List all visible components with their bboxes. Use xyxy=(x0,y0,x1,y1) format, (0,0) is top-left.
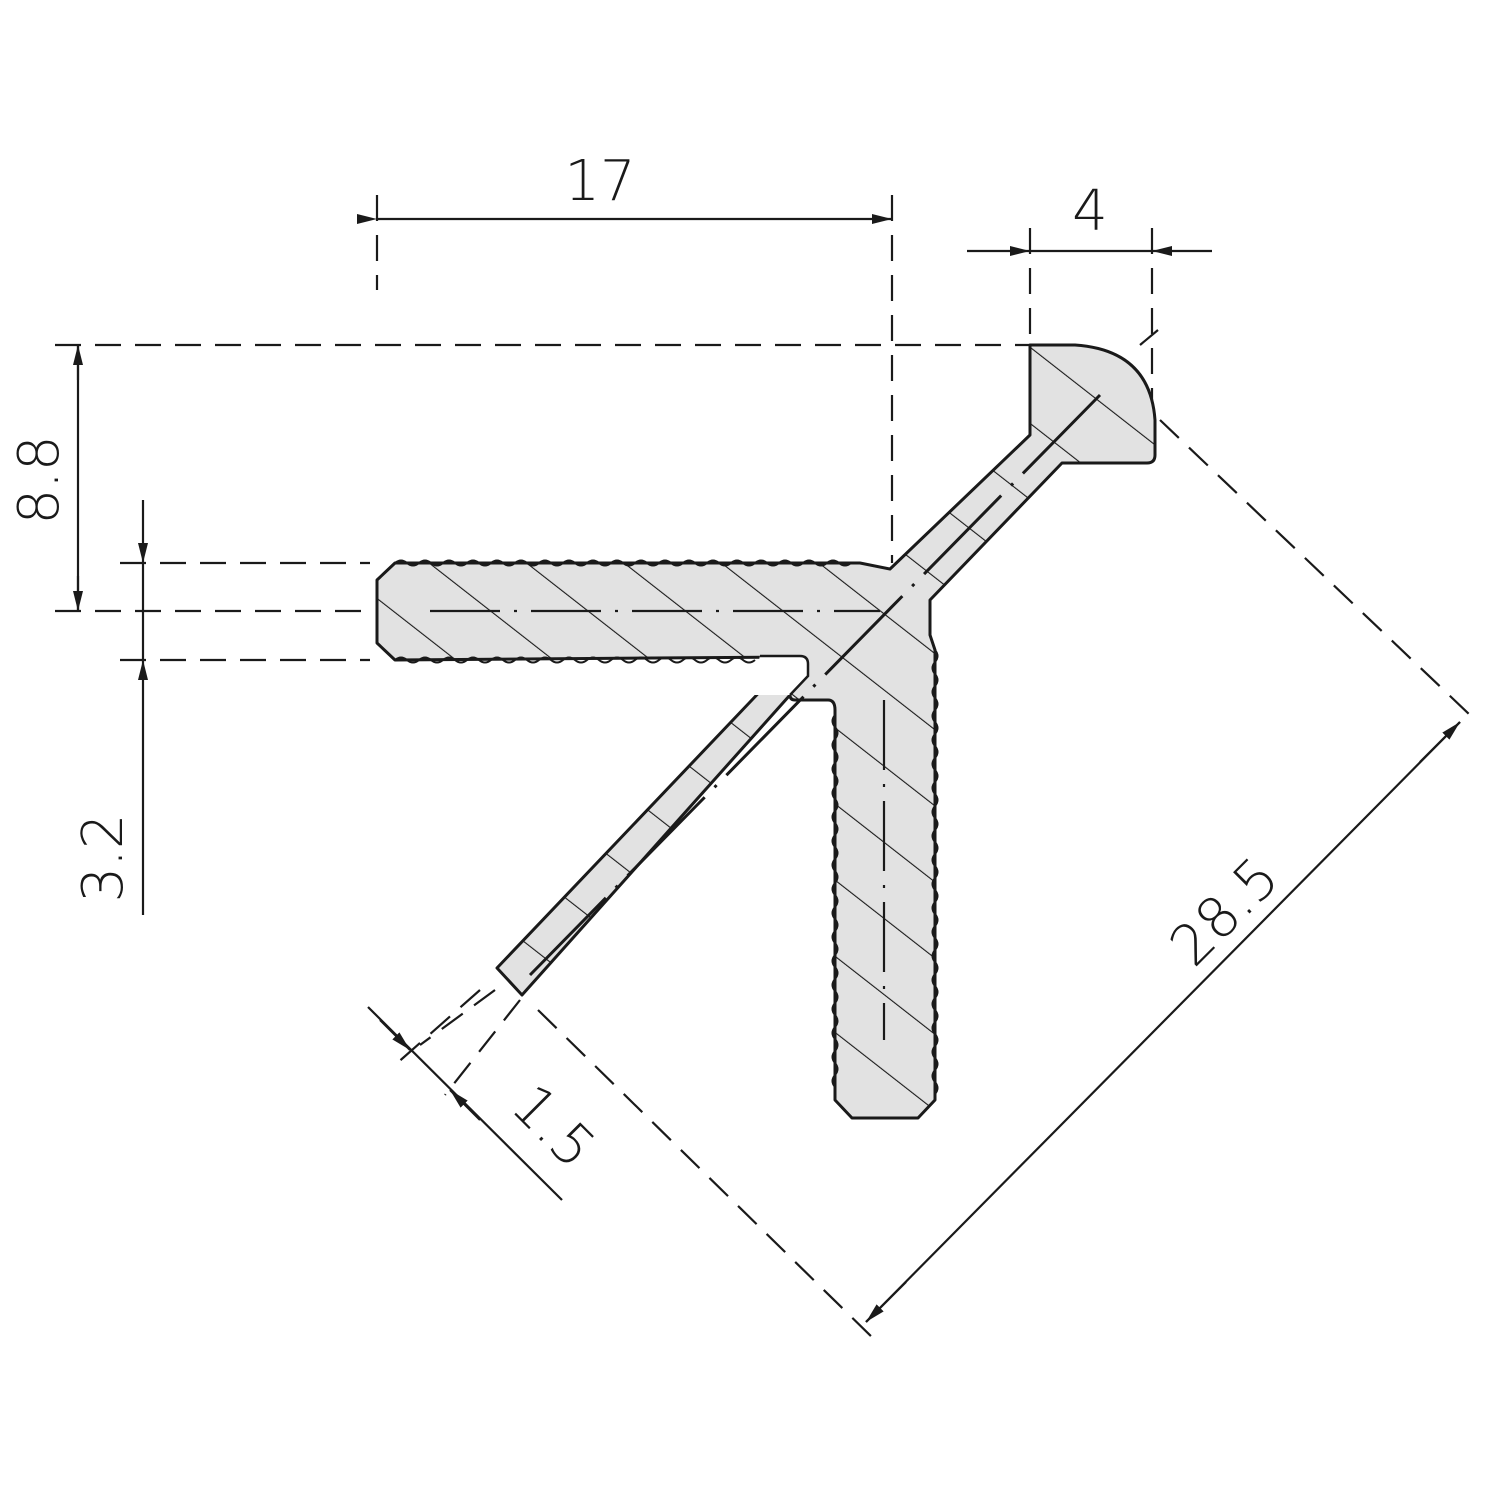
slot-cutout xyxy=(750,656,808,695)
dim-17-label: 17 xyxy=(564,149,635,214)
dim-1-5-label: 1.5 xyxy=(499,1072,608,1181)
serration-left xyxy=(831,714,839,1088)
dimension-labels: 17 4 8.8 3.2 1.5 28.5 xyxy=(7,149,1292,1181)
serration-bottom xyxy=(394,656,756,664)
dim-3-2-label: 3.2 xyxy=(71,813,136,902)
serration-right xyxy=(931,649,939,1095)
dim-4-label: 4 xyxy=(1072,179,1108,244)
centerline-diagonal xyxy=(528,393,1102,977)
dimension-lines xyxy=(55,195,1471,1346)
profile-section xyxy=(375,343,1157,1120)
dim-8-8-label: 8.8 xyxy=(7,435,72,524)
serration-top xyxy=(394,559,852,567)
